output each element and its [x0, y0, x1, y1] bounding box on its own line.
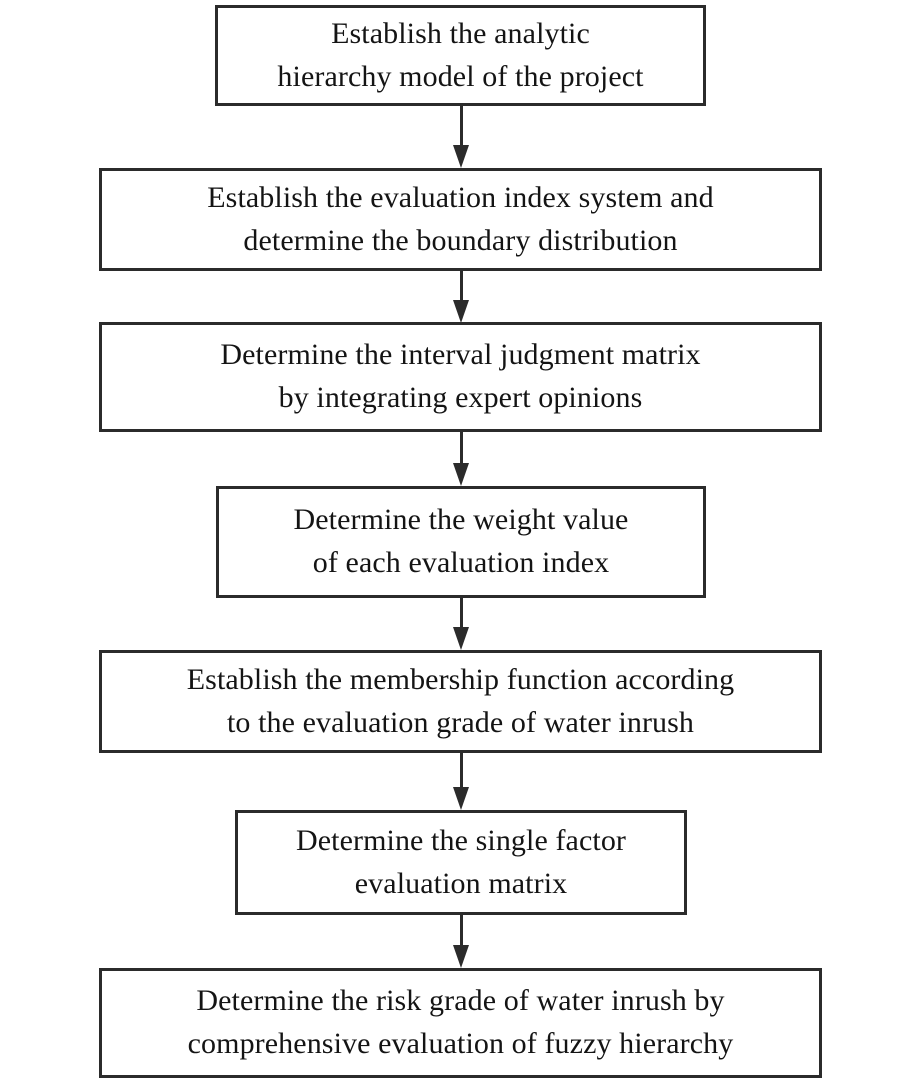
flowchart-node-label: Establish the membership function accord… — [186, 662, 735, 739]
flowchart-node-step-7: Determine the risk grade of water inrush… — [99, 968, 822, 1078]
flowchart-node-label: Determine the single factor evaluation m… — [295, 823, 627, 900]
arrowhead-down-icon — [453, 463, 469, 486]
arrowhead-down-icon — [453, 627, 469, 650]
flowchart-arrow-1-2 — [441, 106, 481, 168]
arrow-stem — [459, 106, 463, 145]
flowchart-node-step-5: Establish the membership function accord… — [99, 650, 822, 753]
flowchart-node-step-6: Determine the single factor evaluation m… — [235, 810, 687, 915]
flowchart-arrow-3-4 — [441, 432, 481, 486]
flowchart-node-label: Determine the risk grade of water inrush… — [187, 984, 734, 1060]
flowchart-arrow-5-6 — [441, 753, 481, 810]
arrow-stem — [459, 432, 463, 463]
flowchart-node-label: Establish the analytic hierarchy model o… — [277, 16, 644, 93]
arrow-stem — [459, 598, 463, 627]
flowchart-arrow-4-5 — [441, 598, 481, 650]
arrowhead-down-icon — [453, 145, 469, 168]
flowchart-node-step-1: Establish the analytic hierarchy model o… — [215, 5, 706, 106]
flowchart-arrow-6-7 — [441, 915, 481, 968]
arrow-stem — [459, 271, 463, 300]
flowchart-node-label: Establish the evaluation index system an… — [207, 180, 714, 257]
flowchart-node-label: Determine the weight value of each evalu… — [293, 503, 629, 579]
arrowhead-down-icon — [453, 945, 469, 968]
arrow-stem — [459, 753, 463, 787]
arrowhead-down-icon — [453, 300, 469, 323]
arrow-stem — [459, 915, 463, 945]
flowchart-node-label: Determine the interval judgment matrix b… — [220, 338, 701, 414]
flowchart-arrow-2-3 — [441, 271, 481, 323]
flowchart-node-step-3: Determine the interval judgment matrix b… — [99, 322, 822, 432]
flowchart-node-step-2: Establish the evaluation index system an… — [99, 168, 822, 271]
flowchart-node-step-4: Determine the weight value of each evalu… — [216, 486, 706, 598]
arrowhead-down-icon — [453, 787, 469, 810]
